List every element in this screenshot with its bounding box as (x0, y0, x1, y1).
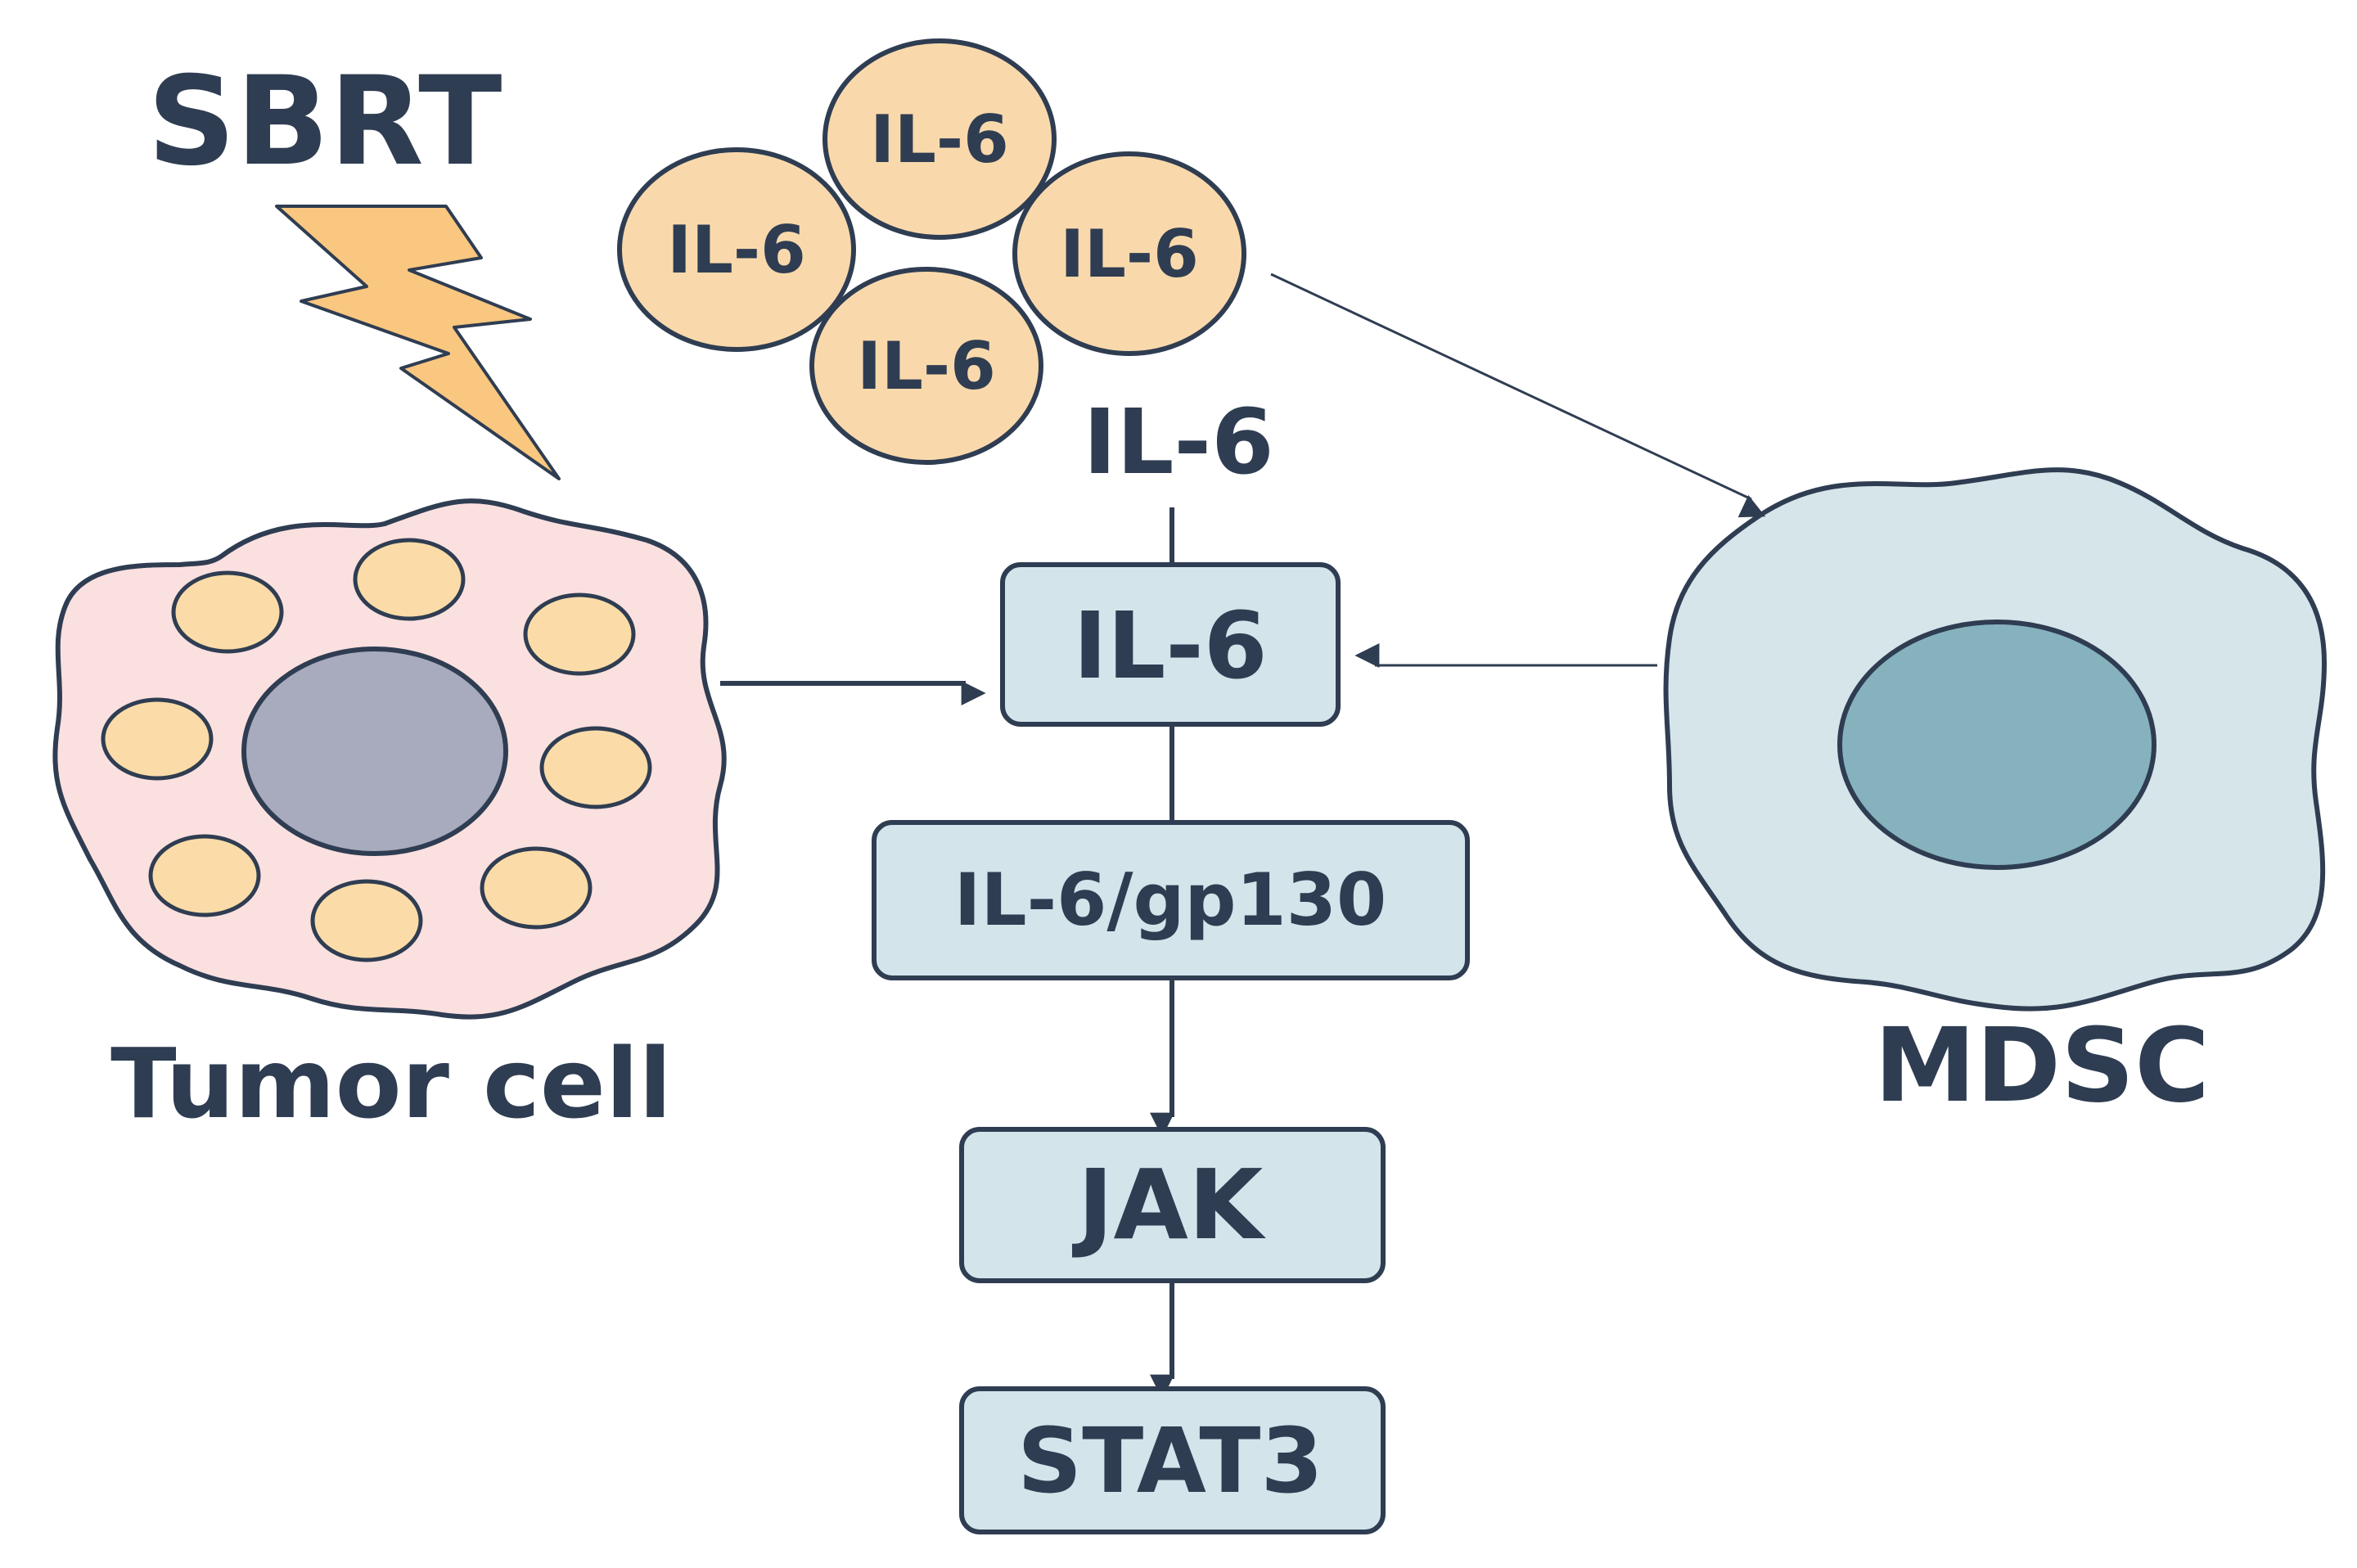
tumor-cell-nucleus (241, 647, 508, 856)
granule (148, 834, 261, 917)
cytokine-to-mdsc-arrow (1270, 273, 1766, 518)
tumor-cell (52, 498, 727, 1020)
cytokine-label: IL-6 (667, 212, 806, 288)
il6-cytokine-label: IL-6 (1083, 390, 1273, 494)
pathway-box-il6: IL-6 (1000, 562, 1341, 727)
granule (480, 846, 593, 930)
granule (523, 593, 636, 676)
granule (171, 570, 284, 654)
pathway-box-gp130: IL-6/gp130 (872, 820, 1470, 980)
granule (310, 879, 423, 962)
granule (353, 538, 466, 621)
pathway-box-label: IL-6/gp130 (954, 858, 1386, 942)
cytokine-bubble: IL-6 (822, 38, 1057, 240)
pathway-box-stat3: STAT3 (959, 1386, 1386, 1534)
tumor-cell-label: Tumor cell (110, 1027, 672, 1140)
sbrt-label: SBRT (147, 51, 502, 193)
cytokine-bubble: IL-6 (1012, 151, 1246, 356)
mdsc-label: MDSC (1874, 1007, 2210, 1125)
pathway-box-label: IL-6 (1073, 593, 1267, 700)
granule (539, 726, 652, 809)
pathway-box-label: JAK (1072, 1148, 1267, 1261)
pathway-box-label: STAT3 (1017, 1408, 1323, 1513)
cytokine-label: IL-6 (870, 101, 1009, 178)
cytokine-label: IL-6 (857, 328, 996, 404)
cytokine-bubble: IL-6 (809, 267, 1043, 465)
granule (101, 697, 214, 781)
lightning-bolt-icon (275, 205, 561, 480)
cytokine-cluster: IL-6 IL-6 IL-6 IL-6 (617, 38, 1246, 465)
mdsc-nucleus (1837, 620, 2156, 870)
pathway-box-jak: JAK (959, 1127, 1386, 1283)
cytokine-label: IL-6 (1060, 216, 1199, 292)
cytokine-bubble: IL-6 (617, 147, 856, 352)
mdsc-cell (1663, 467, 2327, 1012)
